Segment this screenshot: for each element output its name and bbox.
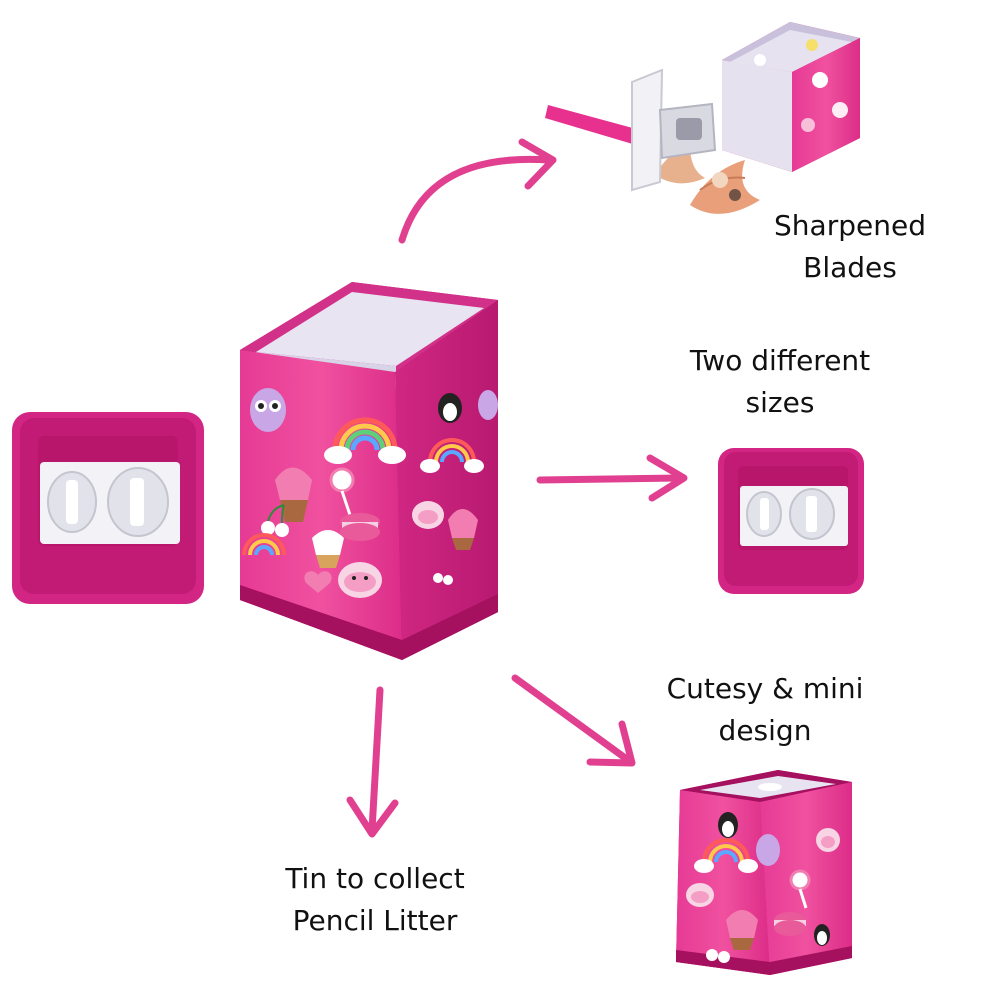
donut-icon	[412, 501, 444, 529]
macaron-icon	[774, 912, 806, 936]
rainbow-icon	[242, 533, 286, 556]
heart-icon	[304, 571, 332, 593]
donut-icon	[686, 883, 714, 907]
cherry-icon	[706, 949, 730, 963]
caption-line: design	[718, 714, 812, 747]
owl-icon	[478, 390, 498, 420]
caption-tin-collect: Tin to collect Pencil Litter	[270, 858, 480, 942]
caption-line: Cutesy & mini	[666, 672, 864, 705]
caption-line: Pencil Litter	[292, 904, 458, 937]
arrow-to-tin	[346, 686, 399, 838]
cupcake-icon	[275, 467, 312, 522]
donut-icon	[338, 562, 382, 598]
owl-icon	[250, 388, 286, 432]
macaron-icon	[340, 513, 380, 541]
cupcake-icon	[726, 910, 758, 950]
cupcake-icon	[312, 530, 344, 568]
caption-line: Sharpened	[774, 209, 926, 242]
caption-line: Tin to collect	[285, 862, 465, 895]
cupcake-icon	[448, 509, 478, 550]
caption-line: sizes	[745, 386, 815, 419]
caption-sharpened-blades: Sharpened Blades	[760, 205, 940, 289]
lollipop-icon	[789, 869, 811, 909]
rainbow-icon	[324, 417, 406, 464]
caption-line: Two different	[689, 344, 871, 377]
closed-mini-tin-photo	[676, 770, 852, 975]
caption-cutesy-design: Cutesy & mini design	[650, 668, 880, 752]
caption-line: Blades	[803, 251, 897, 284]
penguin-icon	[438, 393, 462, 423]
owl-icon	[756, 834, 780, 866]
main-tin-photo	[240, 282, 498, 660]
two-sizes-lid-photo	[718, 448, 864, 594]
penguin-icon	[718, 812, 738, 838]
detached-lid-photo	[12, 412, 204, 604]
lollipop-icon	[329, 467, 355, 516]
arrow-to-blades	[398, 138, 557, 244]
rainbow-icon	[420, 438, 484, 473]
arrow-to-design	[511, 674, 636, 767]
caption-two-sizes: Two different sizes	[670, 340, 890, 424]
cherry-icon	[433, 573, 453, 585]
arrow-to-sizes	[536, 454, 688, 502]
sharpener-in-use-photo	[545, 22, 860, 214]
rainbow-icon	[694, 838, 758, 873]
penguin-icon	[814, 924, 830, 946]
donut-icon	[816, 828, 840, 852]
cherry-icon	[261, 504, 289, 537]
